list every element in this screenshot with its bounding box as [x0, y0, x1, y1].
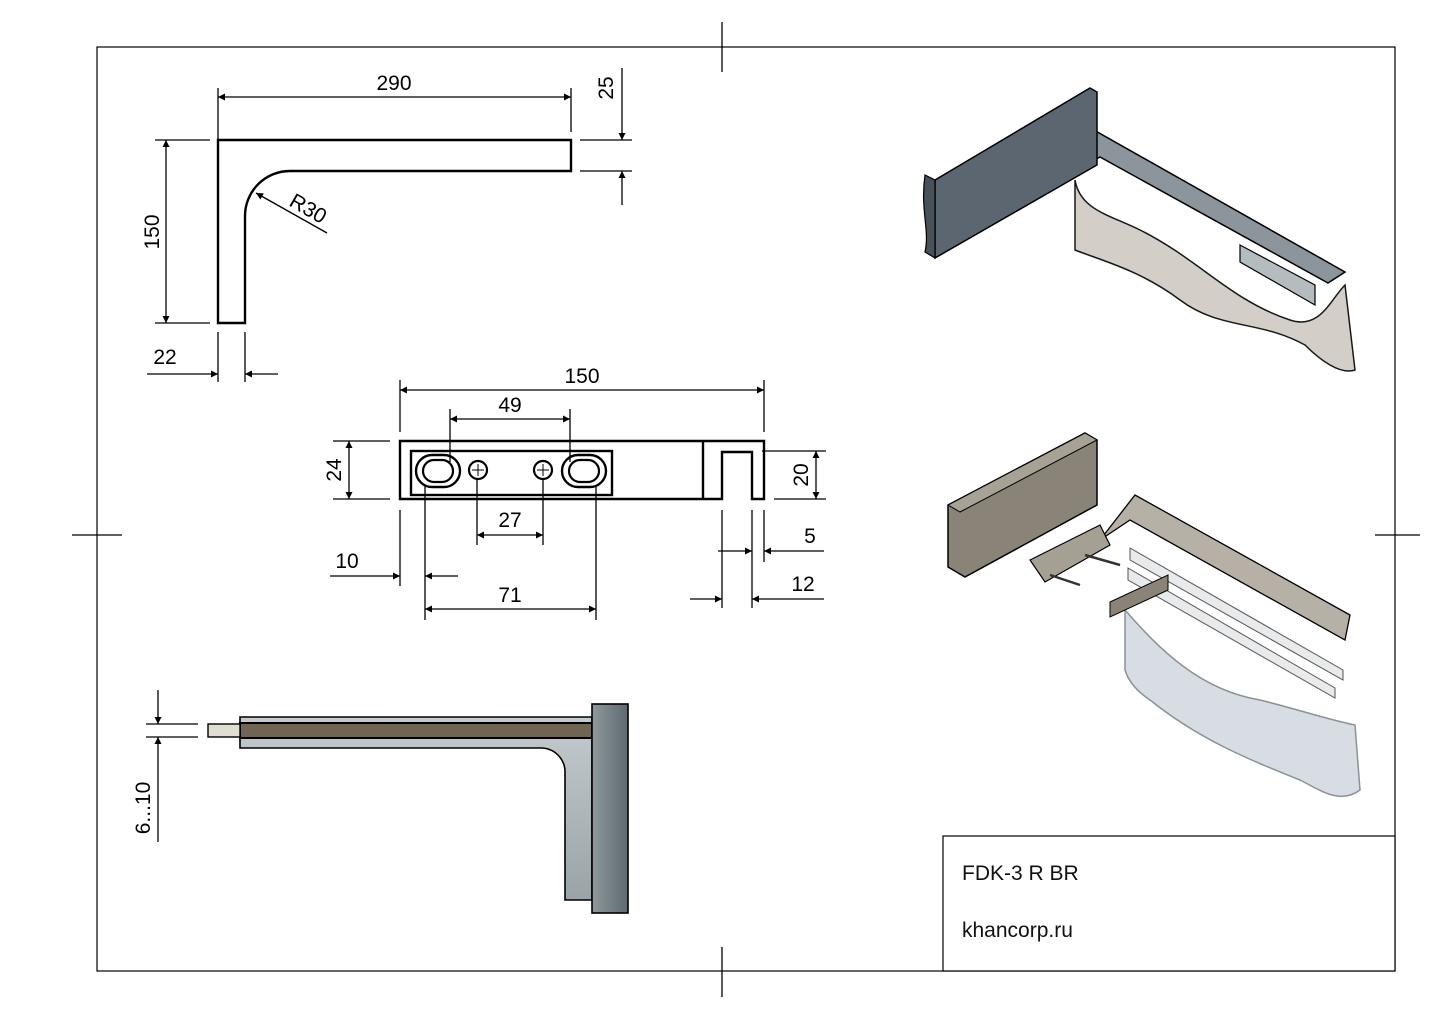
dim-notch-offset: 12 [791, 573, 814, 596]
isometric-exploded-view [946, 432, 1361, 798]
screw-hole [532, 459, 554, 481]
side-view: 6...10 [132, 690, 629, 914]
mounting-slot [414, 453, 462, 489]
dim-notch-width: 5 [804, 525, 816, 548]
dim-thickness: 25 [595, 76, 618, 99]
mounting-slot [560, 453, 608, 489]
dim-hole-spacing: 27 [498, 509, 521, 532]
dim-leg-width: 22 [153, 346, 176, 369]
dim-notch-height: 20 [790, 463, 813, 486]
dim-slot-outer: 71 [498, 584, 521, 607]
isometric-assembled-view [922, 87, 1356, 372]
dim-length: 290 [376, 72, 411, 95]
title-block: FDK-3 R BR khancorp.ru [942, 835, 1396, 972]
dim-offset-left: 10 [335, 550, 358, 573]
sheet-frame [72, 22, 1420, 997]
website: khancorp.ru [962, 919, 1073, 942]
dim-glass-thickness: 6...10 [132, 782, 155, 835]
wall-plate [591, 703, 629, 914]
dim-plate-height: 24 [323, 458, 346, 482]
screw-hole [467, 459, 489, 481]
dim-slot-spacing: 49 [498, 394, 521, 417]
dim-plate-length: 150 [564, 365, 599, 388]
product-code: FDK-3 R BR [962, 862, 1079, 885]
profile-view: 290 25 150 R30 22 [141, 68, 632, 382]
glass-edge [207, 723, 241, 738]
mounting-plate-view: 150 49 24 20 27 10 71 [323, 365, 826, 620]
dim-height: 150 [141, 214, 164, 249]
